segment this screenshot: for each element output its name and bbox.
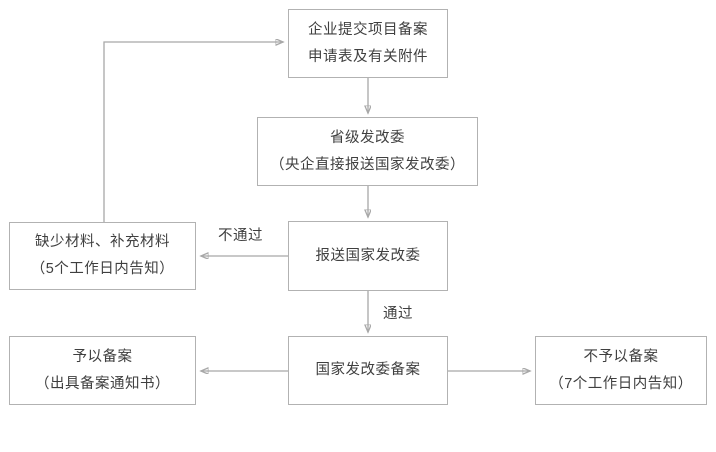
node-national-ndrc-filing[interactable]: 国家发改委备案 (288, 336, 448, 405)
node-submit-application[interactable]: 企业提交项目备案 申请表及有关附件 (288, 9, 448, 78)
node-filing-rejected[interactable]: 不予以备案 （7个工作日内告知） (535, 336, 707, 405)
node-submit-application-line1: 企业提交项目备案 (308, 21, 428, 38)
node-filing-approved-line2: （出具备案通知书） (35, 375, 170, 392)
node-provincial-ndrc-line1: 省级发改委 (330, 129, 405, 146)
node-filing-approved-line1: 予以备案 (72, 348, 133, 365)
node-provincial-ndrc-line2: （央企直接报送国家发改委） (270, 156, 465, 173)
node-provincial-ndrc[interactable]: 省级发改委 （央企直接报送国家发改委） (257, 117, 478, 186)
node-filing-rejected-line2: （7个工作日内告知） (549, 375, 693, 392)
node-report-to-national-ndrc[interactable]: 报送国家发改委 (288, 221, 448, 291)
connector-missing-to-submit (103, 42, 283, 222)
edge-label-fail: 不通过 (218, 228, 263, 244)
node-filing-rejected-line1: 不予以备案 (583, 348, 659, 365)
node-missing-materials-line1: 缺少材料、补充材料 (35, 234, 170, 251)
node-submit-application-line2: 申请表及有关附件 (308, 48, 428, 65)
node-missing-materials-line2: （5个工作日内告知） (30, 261, 175, 277)
node-national-ndrc-filing-line1: 国家发改委备案 (315, 362, 421, 379)
edge-label-pass: 通过 (383, 306, 413, 322)
node-filing-approved[interactable]: 予以备案 （出具备案通知书） (9, 336, 196, 405)
node-report-to-national-ndrc-line1: 报送国家发改委 (315, 247, 421, 264)
node-missing-materials[interactable]: 缺少材料、补充材料 （5个工作日内告知） (9, 222, 196, 290)
